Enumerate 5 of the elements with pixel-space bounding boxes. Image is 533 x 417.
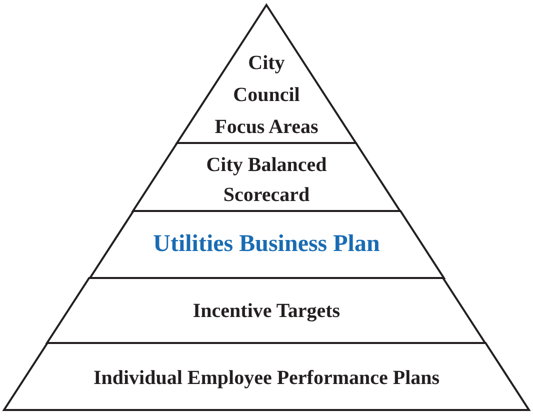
tier-label: Incentive Targets: [192, 299, 342, 324]
tier-label: Utilities Business Plan: [152, 230, 381, 259]
tier-label: Individual Employee Performance Plans: [92, 366, 441, 391]
tier-label: City Balanced Scorecard: [205, 153, 328, 208]
tier-label: City Council Focus Areas: [214, 51, 320, 140]
